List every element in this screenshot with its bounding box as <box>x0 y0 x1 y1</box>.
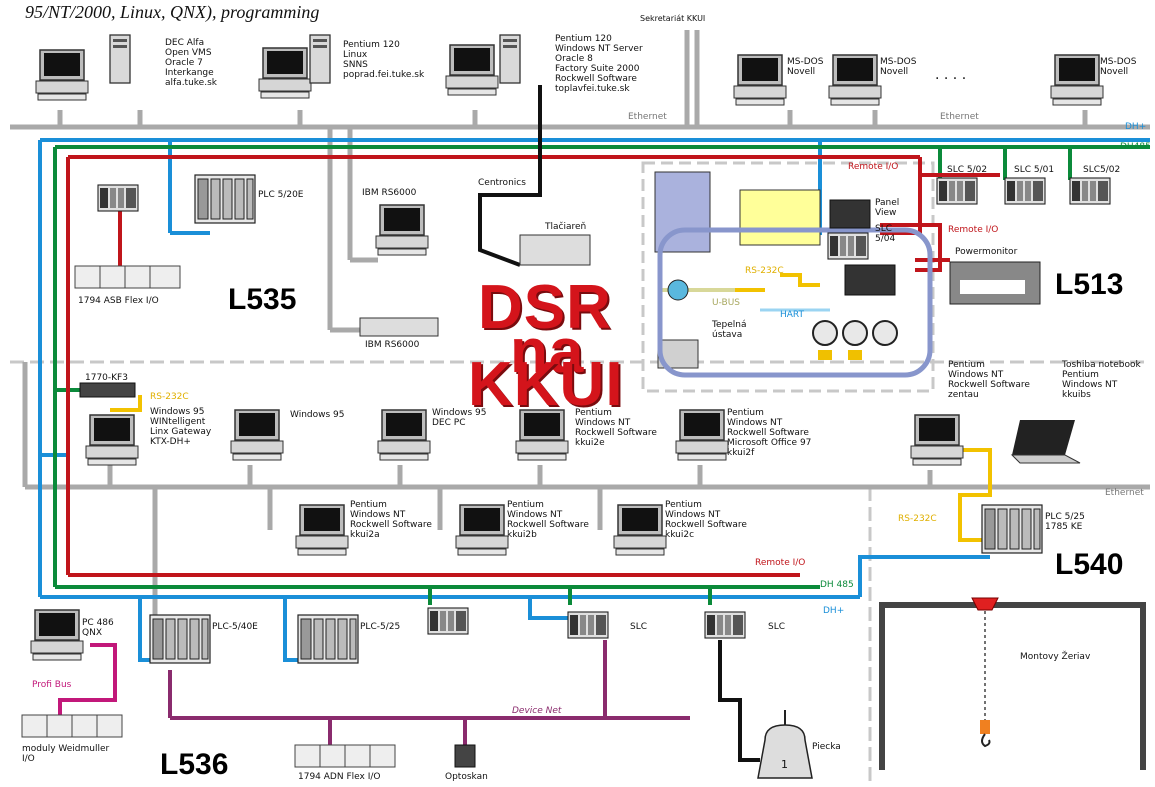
label-l513: L513 <box>1055 268 1124 301</box>
label-win95-a: Windows 95 <box>290 410 345 420</box>
label-dh485-bottom: DH 485 <box>820 580 854 590</box>
label-pentium-nt-server: Pentium 120 Windows NT Server Oracle 8 F… <box>555 34 643 94</box>
label-sekretariat: Sekretariát KKUI <box>640 14 706 23</box>
label-pc486: PC 486 QNX <box>82 618 114 638</box>
label-msdos-2: MS-DOS Novell <box>880 57 917 77</box>
label-msdos-3: MS-DOS Novell <box>1100 57 1137 77</box>
label-dh-plus-top: DH+ <box>1125 122 1147 132</box>
label-win95-dec: Windows 95 DEC PC <box>432 408 487 428</box>
label-ibm-rs6000-top: IBM RS6000 <box>362 188 417 198</box>
label-pentium-linux: Pentium 120 Linux SNNS poprad.fei.tuke.s… <box>343 40 425 80</box>
label-slc502-b: SLC5/02 <box>1083 165 1121 175</box>
label-piecka-number: 1 <box>781 758 788 771</box>
label-kf3: 1770-KF3 <box>85 373 128 383</box>
label-l540: L540 <box>1055 548 1124 581</box>
label-win95-wingate: Windows 95 WINtelligent Linx Gateway KTX… <box>150 407 212 447</box>
label-l535: L535 <box>228 283 297 316</box>
label-tepelna: Tepelná ústava <box>712 320 747 340</box>
label-powermonitor: Powermonitor <box>955 247 1018 257</box>
label-ibm-rs6000-bottom: IBM RS6000 <box>365 340 420 350</box>
label-pentium-kkui2b: Pentium Windows NT Rockwell Software kku… <box>507 500 589 540</box>
label-flex-io-1794: 1794 ASB Flex I/O <box>78 296 159 306</box>
label-pentium-kkui2a: Pentium Windows NT Rockwell Software kku… <box>350 500 432 540</box>
label-plc5-20e: PLC 5/20E <box>258 190 304 200</box>
label-slc502-a: SLC 5/02 <box>947 165 988 175</box>
label-slc504: SLC 5/04 <box>875 224 896 244</box>
label-dh485-top: DH485 <box>1120 142 1151 152</box>
label-plc5-40e: PLC-5/40E <box>212 622 258 632</box>
label-hart: HART <box>780 310 805 320</box>
label-pentium-kkui2f: Pentium Windows NT Rockwell Software Mic… <box>727 408 812 458</box>
label-remote-io-l513: Remote I/O <box>948 225 999 235</box>
label-ubus: U-BUS <box>712 298 740 308</box>
label-ethernet-top-right: Ethernet <box>940 112 979 122</box>
label-devicenet: Device Net <box>512 706 562 716</box>
label-slc-b: SLC <box>768 622 786 632</box>
label-pentium-kkui2c: Pentium Windows NT Rockwell Software kku… <box>665 500 747 540</box>
label-dsr: DSR <box>478 273 612 342</box>
label-remote-io-bottom: Remote I/O <box>755 558 806 568</box>
label-optoskan: Optoskan <box>445 772 488 782</box>
label-dsr-kkui: KKUI <box>468 350 624 419</box>
label-dots: . . . . <box>935 67 967 83</box>
label-toshiba: Toshiba notebook Pentium Windows NT kkui… <box>1062 360 1141 400</box>
label-plc5-25: PLC-5/25 <box>360 622 401 632</box>
label-ethernet-top: Ethernet <box>628 112 667 122</box>
label-dec: DEC Alfa Open VMS Oracle 7 Interkange al… <box>165 38 217 88</box>
label-msdos-1: MS-DOS Novell <box>787 57 824 77</box>
label-rs232-left: RS-232C <box>150 392 189 402</box>
label-pentium-zentau: Pentium Windows NT Rockwell Software zen… <box>948 360 1030 400</box>
label-dh-plus-bottom: DH+ <box>823 606 845 616</box>
label-plc525: PLC 5/25 1785 KE <box>1045 512 1085 532</box>
label-profibus: Profi Bus <box>32 680 72 690</box>
label-tlaciaren: Tlačiareň <box>545 222 587 232</box>
label-rs232-l513: RS-232C <box>745 266 784 276</box>
header-fragment: 95/NT/2000, Linux, QNX), programming <box>25 2 320 22</box>
label-panel-view: Panel View <box>875 198 900 218</box>
label-remote-io-top: Remote I/O <box>848 162 899 172</box>
label-piecka: Piecka <box>812 742 841 752</box>
label-slc-a: SLC <box>630 622 648 632</box>
label-flex-io-adn: 1794 ADN Flex I/O <box>298 772 381 782</box>
label-pentium-kkui2e: Pentium Windows NT Rockwell Software kku… <box>575 408 657 448</box>
label-moduly: moduly Weidmuller I/O <box>22 744 110 764</box>
label-slc501: SLC 5/01 <box>1014 165 1055 175</box>
label-centronics: Centronics <box>478 178 526 188</box>
label-ethernet-mid: Ethernet <box>1105 488 1144 498</box>
label-l536: L536 <box>160 748 229 781</box>
label-dsr-na: na <box>510 317 585 386</box>
label-montovy: Montovy Žeriav <box>1020 652 1091 662</box>
label-rs232-l540: RS-232C <box>898 514 937 524</box>
